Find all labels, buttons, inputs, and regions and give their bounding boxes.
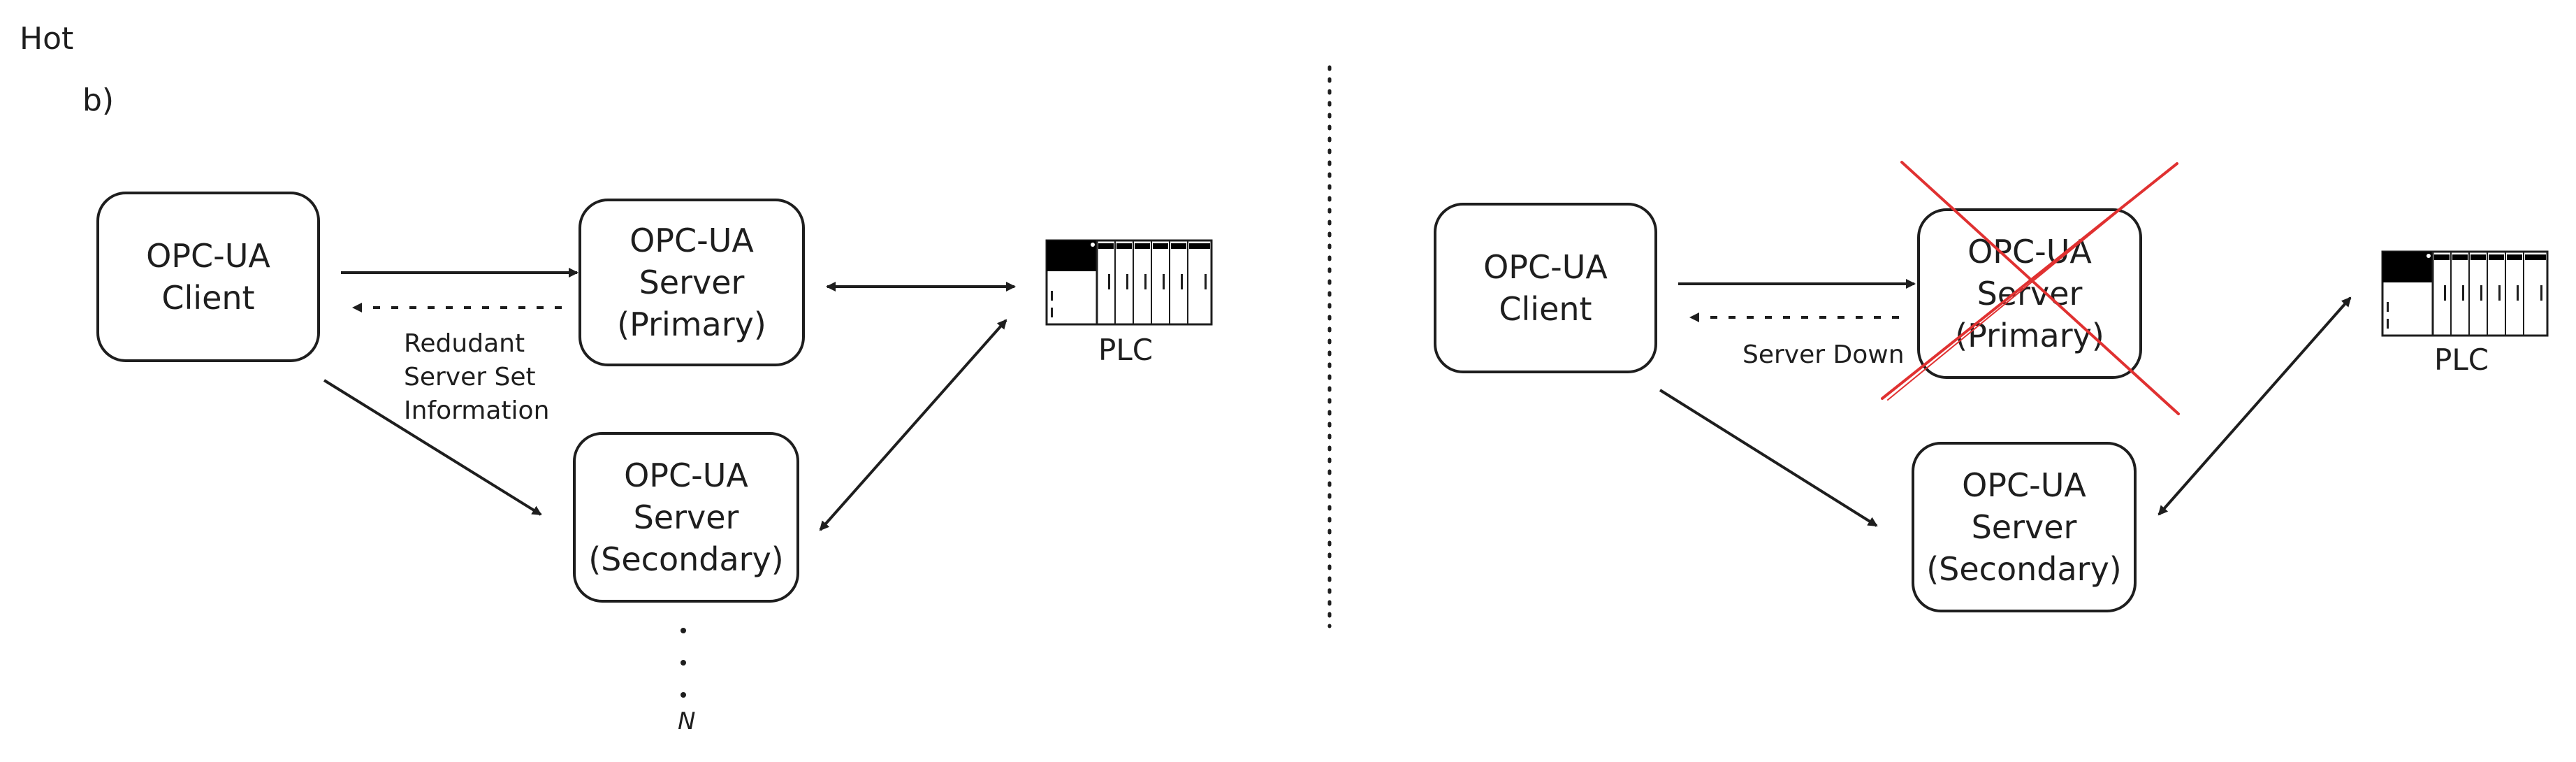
plc-icon	[2381, 250, 2549, 337]
left-secondary-plc-arrow	[819, 319, 1007, 531]
sub-label: b)	[82, 82, 115, 118]
cross-icon	[1881, 161, 2180, 415]
left-info-line2: Server Set	[404, 363, 536, 391]
right-client-to-secondary-arrow	[1659, 389, 1878, 527]
left-client-line2: Client	[161, 279, 255, 317]
right-client-line1: OPC-UA	[1483, 248, 1608, 286]
right-client-line2: Client	[1499, 290, 1592, 328]
left-secondary-line2: Server	[633, 498, 739, 536]
right-client-box: OPC-UA Client	[1434, 203, 1657, 373]
left-primary-server-box: OPC-UA Server (Primary)	[578, 199, 805, 366]
left-secondary-server-box: OPC-UA Server (Secondary)	[573, 432, 799, 603]
plc-icon	[1045, 239, 1213, 326]
left-primary-line1: OPC-UA	[630, 222, 754, 259]
left-continuation-dots	[681, 628, 686, 698]
right-secondary-line2: Server	[1971, 508, 2077, 546]
right-plc-label: PLC	[2434, 343, 2489, 377]
left-primary-line3: (Primary)	[617, 305, 766, 343]
left-plc-label: PLC	[1098, 333, 1154, 367]
left-n-label: N	[678, 707, 696, 735]
left-secondary-line3: (Secondary)	[588, 540, 784, 578]
left-client-line1: OPC-UA	[146, 237, 270, 275]
left-info-text: Redudant Server Set Information	[404, 327, 549, 428]
left-secondary-line1: OPC-UA	[624, 457, 748, 494]
left-info-line1: Redudant	[404, 329, 525, 358]
left-client-to-secondary-arrow	[323, 379, 542, 516]
diagram-title: Hot	[20, 21, 74, 57]
right-secondary-server-box: OPC-UA Server (Secondary)	[1912, 442, 2137, 612]
right-primary-server-box: OPC-UA Server (Primary)	[1917, 208, 2142, 379]
left-primary-line2: Server	[639, 264, 745, 301]
right-secondary-plc-arrow	[2157, 296, 2352, 516]
left-client-box: OPC-UA Client	[96, 192, 320, 362]
right-secondary-line3: (Secondary)	[1926, 550, 2122, 588]
right-secondary-line1: OPC-UA	[1962, 466, 2086, 504]
left-info-line3: Information	[404, 396, 550, 425]
right-status-text: Server Down	[1742, 340, 1905, 369]
